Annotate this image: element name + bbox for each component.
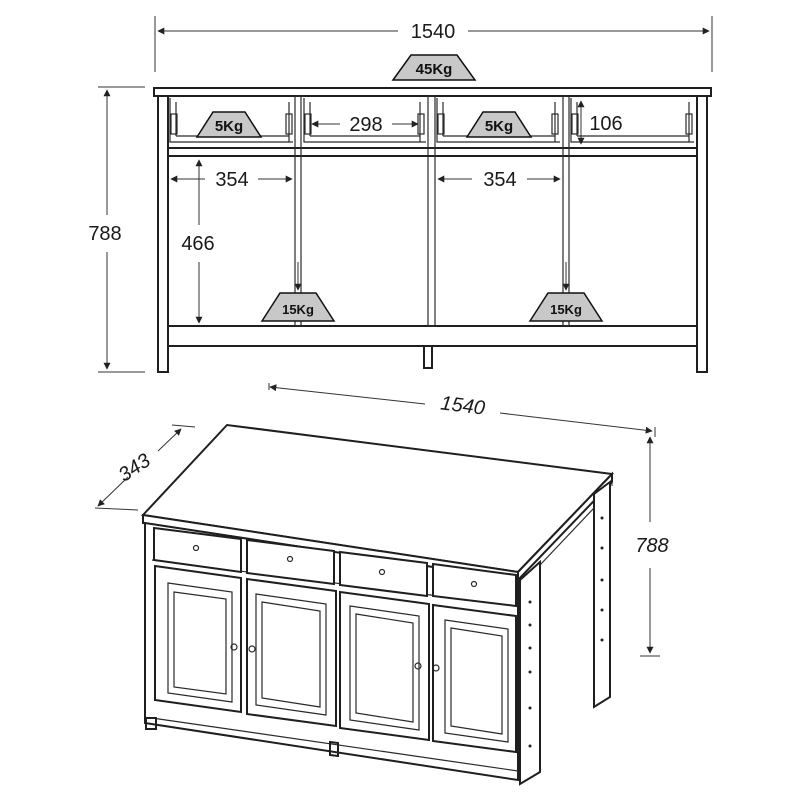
iso-front-leg-left bbox=[145, 717, 157, 730]
partition-1 bbox=[294, 95, 302, 327]
iso-depth-dim-a bbox=[97, 476, 129, 507]
drawer-box-2 bbox=[303, 98, 426, 143]
top-load-label: 45Kg bbox=[416, 61, 453, 78]
iso-drawer-1 bbox=[153, 526, 242, 574]
front-view: 1540 45Kg 788 bbox=[88, 16, 713, 373]
iso-width-dim-b bbox=[499, 412, 653, 434]
iso-drawer-3 bbox=[339, 550, 428, 598]
shelf-load-badge-left: 15Kg bbox=[260, 262, 336, 322]
iso-door-1 bbox=[154, 564, 242, 714]
compartment-width-right-label: 354 bbox=[483, 169, 516, 191]
drawer-box-4 bbox=[570, 98, 694, 143]
drawer-width-label: 298 bbox=[349, 114, 382, 136]
drawer-load-badge-right: 5Kg bbox=[465, 111, 533, 138]
iso-door-4 bbox=[432, 603, 517, 754]
shelf-load-left-label: 15Kg bbox=[282, 302, 314, 317]
shelf-load-badge-right: 15Kg bbox=[528, 262, 604, 322]
drawer-height-label: 106 bbox=[589, 113, 622, 135]
shelf-load-right-label: 15Kg bbox=[550, 302, 582, 317]
top-load-badge: 45Kg bbox=[391, 54, 477, 81]
isometric-view: 1540 343 788 bbox=[94, 383, 669, 786]
iso-depth-dim-b bbox=[157, 428, 182, 452]
iso-drawer-4 bbox=[432, 562, 517, 608]
iso-width-dim-a bbox=[269, 384, 426, 405]
iso-depth-ext-top bbox=[171, 424, 196, 428]
compartment-height-label: 466 bbox=[181, 233, 214, 255]
front-center-foot bbox=[423, 345, 433, 369]
drawer-load-badge-left: 5Kg bbox=[195, 111, 263, 138]
overall-width-label: 1540 bbox=[411, 21, 456, 43]
compartment-width-left-label: 354 bbox=[215, 169, 248, 191]
front-left-leg bbox=[157, 95, 169, 373]
front-right-leg bbox=[696, 95, 708, 373]
drawer-box-1 bbox=[169, 98, 293, 143]
iso-side-rail bbox=[539, 507, 595, 566]
overall-height-label: 788 bbox=[88, 223, 121, 245]
iso-base-rail bbox=[151, 717, 519, 772]
drawer-load-left-label: 5Kg bbox=[215, 118, 243, 135]
iso-height-label: 788 bbox=[635, 535, 668, 557]
iso-drawer-2 bbox=[246, 538, 335, 586]
drawer-load-right-label: 5Kg bbox=[485, 118, 513, 135]
partition-3 bbox=[562, 95, 570, 327]
iso-side-leg-back bbox=[593, 480, 611, 709]
iso-door-3 bbox=[339, 590, 430, 742]
partition-2 bbox=[427, 95, 436, 327]
iso-door-2 bbox=[246, 577, 337, 728]
front-top-board bbox=[153, 87, 712, 97]
iso-depth-ext bbox=[94, 507, 139, 511]
iso-width-label: 1540 bbox=[439, 392, 486, 419]
iso-depth-label: 343 bbox=[115, 450, 155, 487]
iso-top-side-edge bbox=[517, 471, 613, 583]
iso-center-foot bbox=[329, 740, 339, 758]
